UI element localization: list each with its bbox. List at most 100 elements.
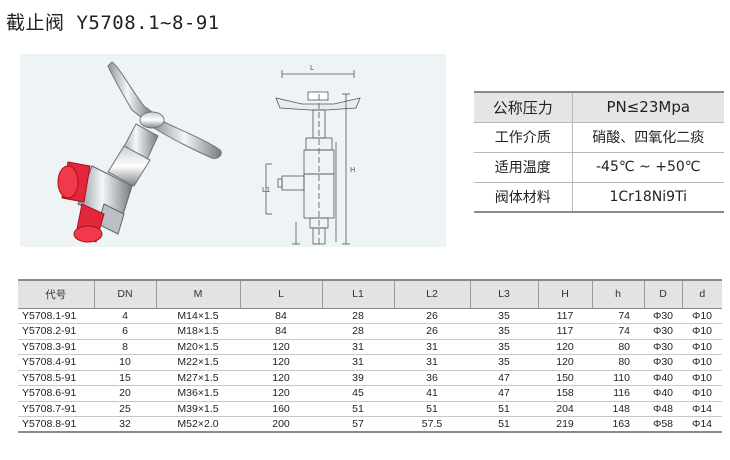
cell-l3: 35 — [470, 339, 538, 355]
spec-row: 阀体材料 1Cr18Ni9Ti — [474, 182, 724, 213]
column-header-l1: L1 — [321, 279, 394, 309]
cell-d-lower: Φ10 — [682, 339, 722, 355]
spec-value: 硝酸、四氧化二痰 — [572, 122, 724, 153]
spec-value: PN≤23Mpa — [572, 91, 724, 123]
cell-code: Y5708.5-91 — [18, 370, 94, 386]
column-header-h-lower: h — [591, 279, 644, 309]
cell-l2: 51 — [394, 401, 470, 417]
cell-h-upper: 150 — [538, 370, 592, 386]
column-header-h-upper: H — [537, 279, 592, 309]
cell-code: Y5708.2-91 — [18, 323, 94, 340]
cell-l: 120 — [240, 354, 322, 371]
cell-m: M20×1.5 — [156, 339, 240, 355]
cell-l1: 51 — [322, 401, 394, 417]
cell-l: 120 — [240, 339, 322, 355]
cell-l1: 28 — [322, 323, 394, 340]
dim-label-L: L — [310, 64, 314, 72]
cell-l1: 31 — [322, 339, 394, 355]
cell-l3: 35 — [470, 308, 538, 324]
cell-l3: 35 — [470, 323, 538, 340]
spec-table: 公称压力 PN≤23Mpa 工作介质 硝酸、四氧化二痰 适用温度 -45℃ ~ … — [474, 91, 724, 213]
cell-l3: 35 — [470, 354, 538, 371]
cell-l2: 57.5 — [394, 416, 470, 433]
cell-dn: 15 — [94, 370, 156, 386]
cell-code: Y5708.4-91 — [18, 354, 94, 371]
red-protective-cap — [57, 161, 105, 243]
cell-d-lower: Φ10 — [682, 323, 722, 340]
valve-handle — [107, 61, 222, 159]
cell-d-upper: Φ30 — [644, 323, 682, 340]
cell-l1: 31 — [322, 354, 394, 371]
cell-l1: 57 — [322, 416, 394, 433]
spec-key: 公称压力 — [474, 91, 573, 123]
spec-value: -45℃ ~ +50℃ — [572, 152, 724, 183]
cell-l: 84 — [240, 323, 322, 340]
cell-d-lower: Φ10 — [682, 308, 722, 324]
cell-d-lower: Φ14 — [682, 416, 722, 433]
spec-key: 工作介质 — [474, 122, 573, 153]
cell-h-lower: 163 — [592, 416, 644, 433]
column-header-dn: DN — [93, 279, 156, 309]
cell-l: 160 — [240, 401, 322, 417]
cell-l1: 45 — [322, 385, 394, 402]
cell-l2: 31 — [394, 339, 470, 355]
cell-l3: 47 — [470, 385, 538, 402]
spec-key: 适用温度 — [474, 152, 573, 183]
cell-h-lower: 74 — [592, 308, 644, 324]
cell-d-upper: Φ40 — [644, 370, 682, 386]
cell-h-upper: 204 — [538, 401, 592, 417]
cell-l: 120 — [240, 385, 322, 402]
cell-d-lower: Φ10 — [682, 370, 722, 386]
column-header-m: M — [155, 279, 240, 309]
table-row: Y5708.7-91 25 M39×1.5 160 51 51 51 204 1… — [18, 401, 722, 417]
cell-d-upper: Φ30 — [644, 354, 682, 371]
column-header-l: L — [239, 279, 322, 309]
cell-d-upper: Φ30 — [644, 339, 682, 355]
cell-h-upper: 219 — [538, 416, 592, 433]
cell-m: M22×1.5 — [156, 354, 240, 371]
cell-code: Y5708.1-91 — [18, 308, 94, 324]
cell-h-upper: 120 — [538, 339, 592, 355]
cell-dn: 20 — [94, 385, 156, 402]
cell-m: M36×1.5 — [156, 385, 240, 402]
cell-code: Y5708.3-91 — [18, 339, 94, 355]
cell-h-lower: 116 — [592, 385, 644, 402]
cell-l: 120 — [240, 370, 322, 386]
cell-code: Y5708.8-91 — [18, 416, 94, 433]
cell-h-lower: 148 — [592, 401, 644, 417]
page-title: 截止阀 Y5708.1~8-91 — [6, 12, 220, 34]
spec-key: 阀体材料 — [474, 182, 573, 213]
cell-h-upper: 117 — [538, 323, 592, 340]
dim-label-H: H — [350, 166, 355, 174]
cell-d-lower: Φ10 — [682, 354, 722, 371]
cell-m: M14×1.5 — [156, 308, 240, 324]
spec-row: 公称压力 PN≤23Mpa — [474, 91, 724, 123]
table-row: Y5708.2-91 6 M18×1.5 84 28 26 35 117 74 … — [18, 323, 722, 340]
cell-h-upper: 158 — [538, 385, 592, 402]
column-header-d-upper: D — [643, 279, 682, 309]
table-row: Y5708.5-91 15 M27×1.5 120 39 36 47 150 1… — [18, 370, 722, 386]
cell-d-lower: Φ14 — [682, 401, 722, 417]
cell-dn: 4 — [94, 308, 156, 324]
cell-code: Y5708.7-91 — [18, 401, 94, 417]
spec-row: 适用温度 -45℃ ~ +50℃ — [474, 152, 724, 183]
cell-d-upper: Φ40 — [644, 385, 682, 402]
valve-stem — [107, 123, 159, 187]
cell-l2: 36 — [394, 370, 470, 386]
dimension-table: 代号 DN M L L1 L2 L3 H h D d Y5708.1-91 4 … — [18, 279, 722, 433]
cell-dn: 25 — [94, 401, 156, 417]
cell-dn: 6 — [94, 323, 156, 340]
cell-h-lower: 80 — [592, 339, 644, 355]
cell-d-lower: Φ10 — [682, 385, 722, 402]
technical-drawing — [265, 70, 361, 245]
table-row: Y5708.6-91 20 M36×1.5 120 45 41 47 158 1… — [18, 385, 722, 402]
cell-l3: 51 — [470, 401, 538, 417]
table-row: Y5708.4-91 10 M22×1.5 120 31 31 35 120 8… — [18, 354, 722, 371]
column-header-d-lower: d — [681, 279, 722, 309]
spec-value: 1Cr18Ni9Ti — [572, 182, 724, 213]
cell-h-lower: 110 — [592, 370, 644, 386]
cell-m: M27×1.5 — [156, 370, 240, 386]
cell-l: 200 — [240, 416, 322, 433]
cell-l2: 26 — [394, 308, 470, 324]
cell-l3: 51 — [470, 416, 538, 433]
